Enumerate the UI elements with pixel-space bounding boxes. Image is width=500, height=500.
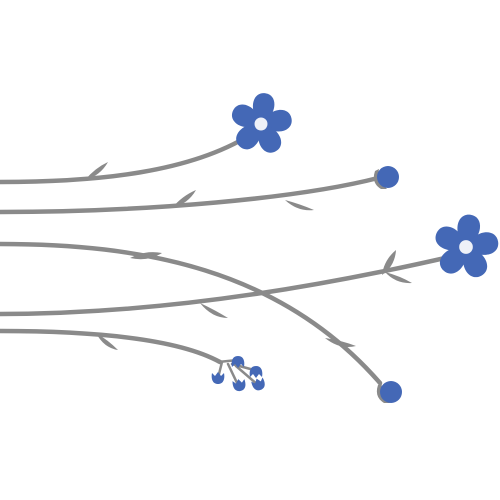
petal bbox=[231, 104, 261, 128]
flower-top bbox=[231, 93, 292, 153]
stem-bottom-cluster bbox=[0, 328, 223, 365]
cluster-stem bbox=[234, 364, 260, 387]
bud-lower bbox=[376, 381, 402, 403]
leaf bbox=[200, 303, 228, 318]
bud-petals bbox=[377, 166, 399, 188]
leaf bbox=[130, 252, 162, 260]
mini-petal bbox=[231, 356, 245, 368]
cluster-flowers bbox=[211, 356, 265, 392]
flower-center bbox=[459, 240, 473, 254]
bud-cup bbox=[373, 169, 387, 189]
leaf bbox=[385, 272, 412, 284]
leaf bbox=[325, 338, 356, 347]
mini-flower bbox=[251, 377, 265, 391]
mini-flower bbox=[211, 372, 225, 384]
mini-flower bbox=[232, 379, 246, 392]
leaf bbox=[96, 333, 118, 350]
stem-middle-flower bbox=[0, 252, 461, 317]
bud-cup bbox=[376, 383, 390, 403]
petal bbox=[236, 123, 262, 150]
stem-upper-bud bbox=[0, 175, 381, 215]
leaf bbox=[382, 250, 396, 275]
petal bbox=[261, 110, 292, 132]
leaf bbox=[85, 162, 108, 180]
flower-middle bbox=[435, 214, 499, 278]
leaf bbox=[285, 200, 314, 211]
mini-petal bbox=[251, 377, 265, 391]
leaf bbox=[172, 190, 196, 208]
leaves bbox=[85, 162, 412, 350]
stem-top bbox=[0, 132, 253, 185]
mini-petal bbox=[211, 372, 225, 384]
cluster-stem bbox=[226, 362, 240, 387]
mini-flower bbox=[231, 356, 245, 368]
flower-center bbox=[254, 117, 268, 131]
petal bbox=[435, 226, 466, 251]
bud-upper bbox=[373, 166, 399, 189]
petal bbox=[439, 246, 467, 274]
bud-petals bbox=[380, 381, 402, 403]
mini-petal bbox=[249, 366, 263, 378]
mini-flower bbox=[249, 366, 263, 378]
petal bbox=[463, 247, 488, 278]
petal bbox=[258, 124, 282, 153]
mini-petal bbox=[232, 379, 246, 392]
petal bbox=[466, 232, 499, 255]
